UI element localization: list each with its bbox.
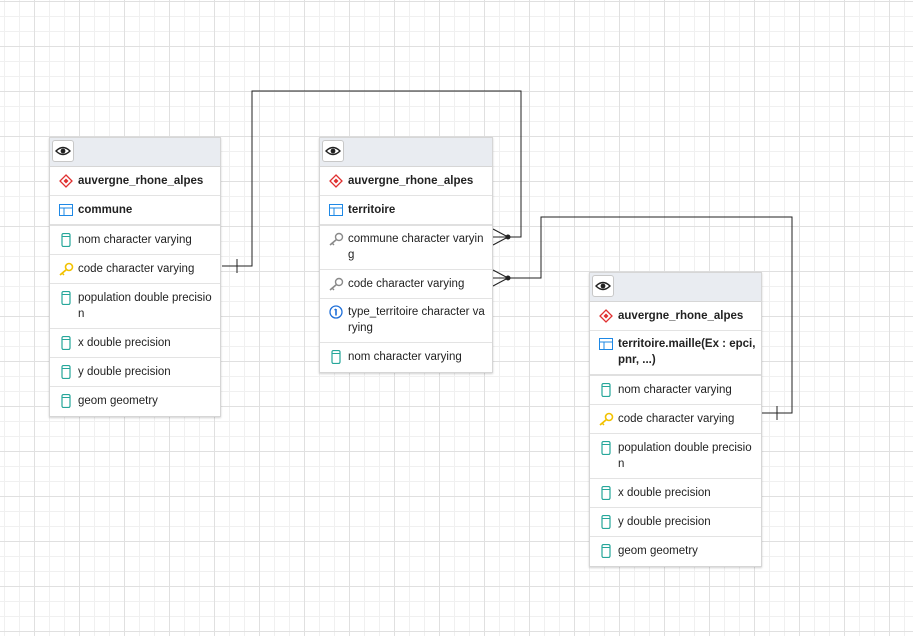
table-name: commune: [78, 204, 133, 216]
column-row[interactable]: x double precision: [590, 479, 761, 508]
column-icon: [598, 440, 614, 456]
column-row[interactable]: code character varying: [320, 270, 492, 299]
table-territoire[interactable]: auvergne_rhone_alpes territoire commune …: [319, 137, 493, 373]
column-icon: [328, 349, 344, 365]
table-header: [50, 138, 220, 167]
column-row[interactable]: nom character varying: [590, 376, 761, 405]
schema-row: auvergne_rhone_alpes: [590, 302, 761, 331]
table-commune[interactable]: auvergne_rhone_alpes commune nom charact…: [49, 137, 221, 417]
table-name: territoire.maille(Ex : epci, pnr, ...): [618, 338, 756, 366]
schema-icon: [58, 173, 74, 189]
schema-icon: [328, 173, 344, 189]
column-row[interactable]: y double precision: [50, 358, 220, 387]
schema-row: auvergne_rhone_alpes: [50, 167, 220, 196]
column-row[interactable]: code character varying: [590, 405, 761, 434]
table-territoire-maille[interactable]: auvergne_rhone_alpes territoire.maille(E…: [589, 272, 762, 567]
column-row[interactable]: geom geometry: [50, 387, 220, 416]
column-row[interactable]: geom geometry: [590, 537, 761, 566]
visibility-toggle-button[interactable]: [592, 275, 614, 297]
foreign-key-icon: [328, 231, 344, 247]
column-icon: [58, 335, 74, 351]
table-icon: [58, 202, 74, 218]
table-name: territoire: [348, 204, 396, 216]
column-row[interactable]: code character varying: [50, 255, 220, 284]
visibility-toggle-button[interactable]: [322, 140, 344, 162]
column-row[interactable]: y double precision: [590, 508, 761, 537]
column-row[interactable]: nom character varying: [320, 343, 492, 372]
schema-name: auvergne_rhone_alpes: [618, 310, 744, 322]
table-icon: [598, 336, 614, 352]
column-icon: [58, 290, 74, 306]
table-name-row: territoire: [320, 196, 492, 226]
eye-icon: [325, 146, 341, 156]
table-name-row: territoire.maille(Ex : epci, pnr, ...): [590, 331, 761, 376]
eye-icon: [55, 146, 71, 156]
column-row[interactable]: population double precision: [50, 284, 220, 329]
unique-icon: [328, 304, 344, 320]
primary-key-icon: [58, 261, 74, 277]
schema-name: auvergne_rhone_alpes: [78, 175, 204, 187]
table-header: [590, 273, 761, 302]
table-header: [320, 138, 492, 167]
table-icon: [328, 202, 344, 218]
column-icon: [58, 393, 74, 409]
column-row[interactable]: population double precision: [590, 434, 761, 479]
column-icon: [58, 364, 74, 380]
eye-icon: [595, 281, 611, 291]
column-row[interactable]: type_territoire character varying: [320, 299, 492, 343]
column-icon: [598, 543, 614, 559]
schema-name: auvergne_rhone_alpes: [348, 175, 474, 187]
column-icon: [58, 232, 74, 248]
column-icon: [598, 514, 614, 530]
primary-key-icon: [598, 411, 614, 427]
column-icon: [598, 485, 614, 501]
foreign-key-icon: [328, 276, 344, 292]
visibility-toggle-button[interactable]: [52, 140, 74, 162]
column-row[interactable]: x double precision: [50, 329, 220, 358]
column-row[interactable]: nom character varying: [50, 226, 220, 255]
schema-row: auvergne_rhone_alpes: [320, 167, 492, 196]
table-name-row: commune: [50, 196, 220, 226]
column-icon: [598, 382, 614, 398]
column-row[interactable]: commune character varying: [320, 226, 492, 270]
schema-icon: [598, 308, 614, 324]
